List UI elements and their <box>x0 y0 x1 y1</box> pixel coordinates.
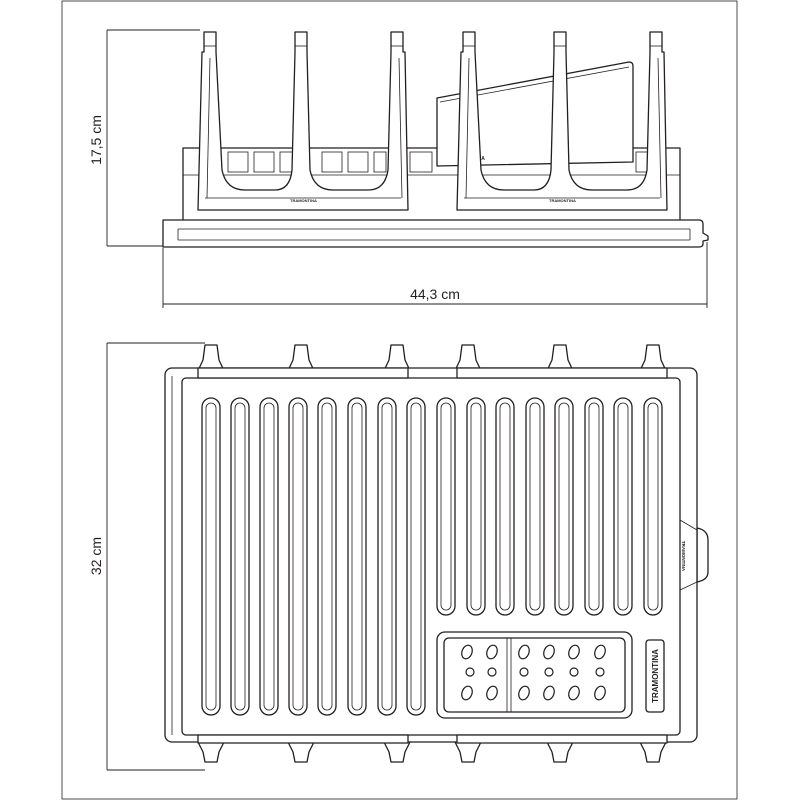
drain-slot <box>377 397 397 716</box>
brand-badge-text: TRAMONTINA <box>651 649 660 703</box>
holder-base-top-right <box>456 367 668 379</box>
brand-badge: TRAMONTINA <box>645 639 665 713</box>
drain-slot <box>525 397 545 616</box>
drain-slot <box>554 397 574 616</box>
drain-slot <box>584 397 604 616</box>
holder-base-top-left <box>197 367 409 379</box>
drain-slot <box>201 397 221 716</box>
plate-holder-left: TRAMONTINA <box>197 31 409 211</box>
drawing-frame <box>61 0 738 800</box>
width-label: 44,3 cm <box>410 286 460 302</box>
width-dimension: 44,3 cm <box>162 242 708 308</box>
drain-slot <box>259 397 279 716</box>
bottom-tabs <box>195 737 669 763</box>
drain-slot <box>406 397 426 716</box>
plate-holder-right-logo: TRAMONTINA <box>549 198 576 203</box>
depth-dimension: 32 cm <box>88 342 205 771</box>
top-view: TRAMONTINA TRAMONTINA 32 cm <box>88 342 709 771</box>
drip-tray-side <box>162 219 709 248</box>
drain-slots <box>201 397 663 716</box>
side-view: BUA TRAMONTINA TRAMONTINA <box>88 29 709 308</box>
drain-slot <box>643 397 663 616</box>
cutlery-drain-holes <box>461 644 606 701</box>
height-dimension: 17,5 cm <box>88 29 200 247</box>
holder-base-bottom-left <box>197 734 409 744</box>
plate-holder-left-logo: TRAMONTINA <box>290 198 317 203</box>
holder-base-bottom-right <box>456 734 668 744</box>
drain-slot <box>436 397 456 616</box>
drain-slot <box>495 397 515 616</box>
side-brand-text: TRAMONTINA <box>681 541 686 572</box>
height-label: 17,5 cm <box>88 115 104 165</box>
drain-slot <box>347 397 367 716</box>
drain-slot <box>317 397 337 716</box>
drain-slot <box>466 397 486 616</box>
plate-holder-right: TRAMONTINA <box>456 31 668 211</box>
drain-slot <box>613 397 633 616</box>
drain-slot <box>230 397 250 716</box>
depth-label: 32 cm <box>88 537 104 575</box>
cutlery-drain-area <box>436 631 633 719</box>
drain-slot <box>288 397 308 716</box>
